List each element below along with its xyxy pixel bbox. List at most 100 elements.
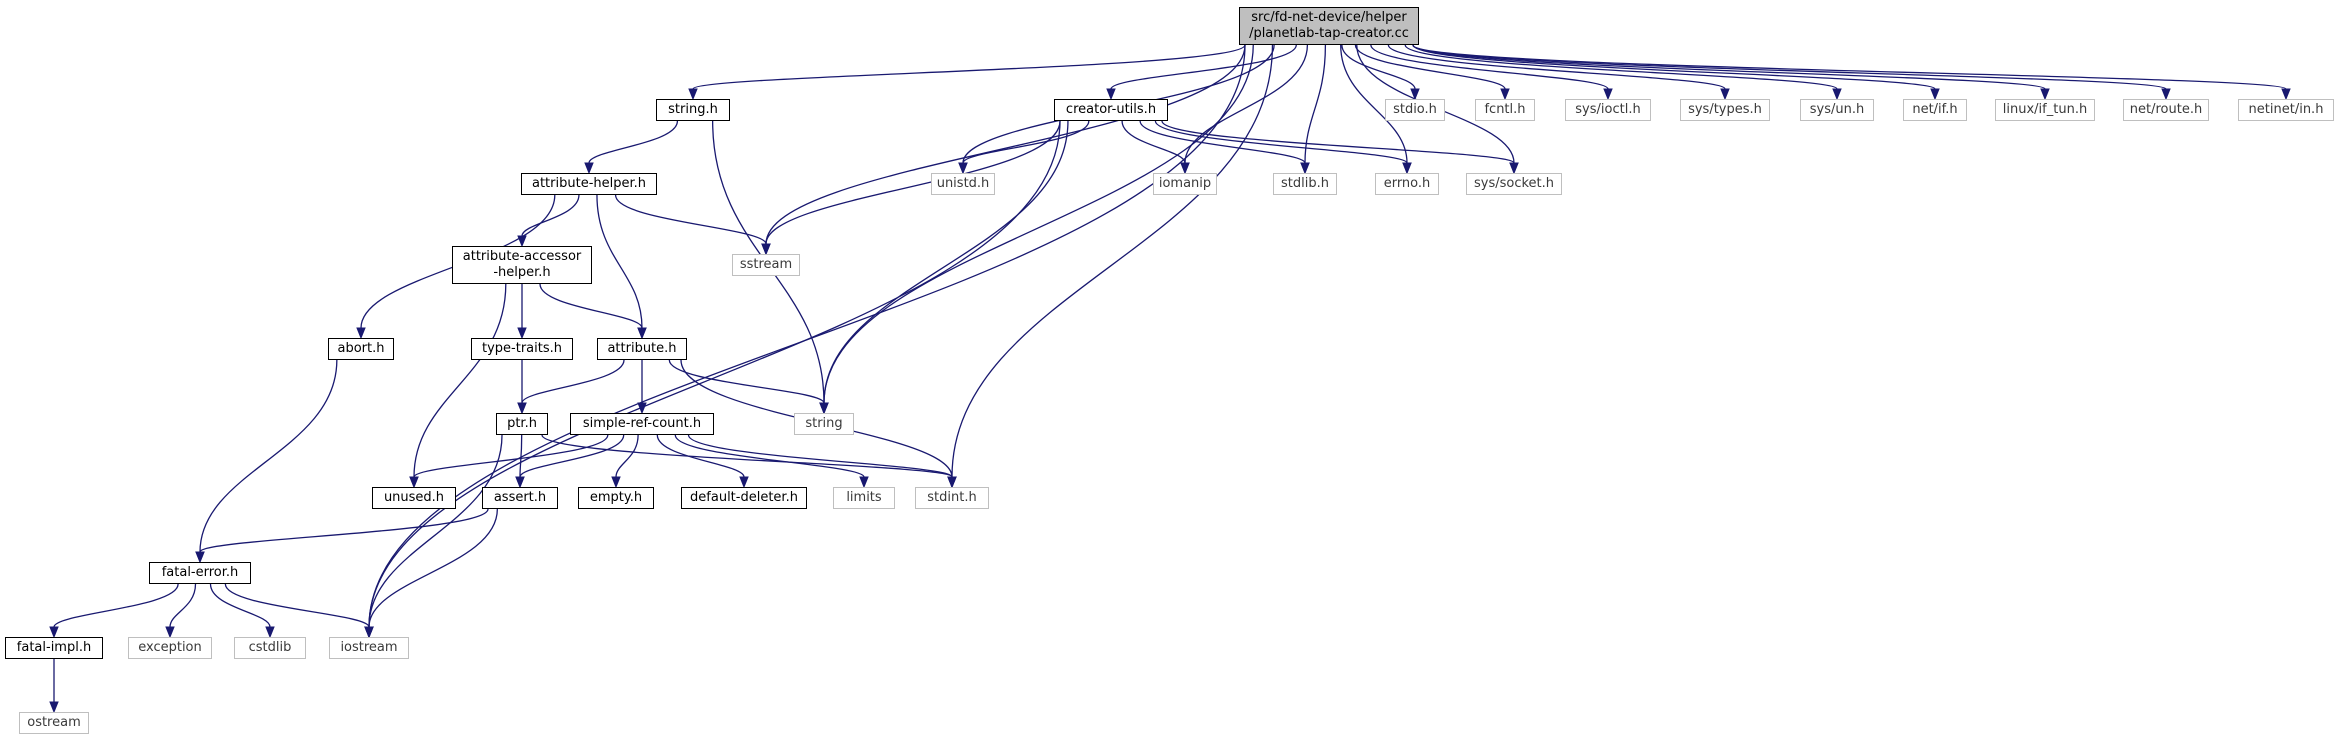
edge-attribute_helper_h-to-attribute_h bbox=[596, 194, 643, 329]
arrowhead-assert_h-to-fatal_error_h bbox=[195, 551, 205, 564]
arrowhead-simple_ref_count_h-to-unused_h bbox=[409, 476, 419, 489]
edge-creator_utils_h-to-errno_h bbox=[1154, 120, 1408, 164]
node-type-traits-h[interactable]: type-traits.h bbox=[471, 338, 573, 360]
arrowhead-root-to-net_route_h bbox=[2161, 88, 2171, 101]
node-empty-h[interactable]: empty.h bbox=[578, 487, 654, 509]
node-errno-h: errno.h bbox=[1375, 173, 1439, 195]
arrowhead-root-to-sys_un_h bbox=[1832, 88, 1842, 101]
arrowhead-root-to-net_if_h bbox=[1930, 88, 1940, 101]
node-unistd-h: unistd.h bbox=[931, 173, 995, 195]
edge-attribute_accessor_helper_h-to-unused_h bbox=[413, 283, 507, 478]
arrowhead-simple_ref_count_h-to-assert_h bbox=[515, 476, 525, 489]
arrowhead-attribute_h-to-simple_ref_count_h bbox=[637, 402, 647, 415]
node-sys-un-h: sys/un.h bbox=[1800, 99, 1874, 121]
node-ptr-h[interactable]: ptr.h bbox=[496, 413, 548, 435]
arrowhead-fatal_impl_h-to-ostream bbox=[49, 701, 59, 714]
node-attribute-h[interactable]: attribute.h bbox=[597, 338, 687, 360]
arrowhead-attribute_h-to-string bbox=[819, 402, 829, 415]
node-simple-ref-count-h[interactable]: simple-ref-count.h bbox=[570, 413, 714, 435]
edge-creator_utils_h-to-unistd_h bbox=[962, 120, 1090, 164]
edge-root-to-string_h bbox=[692, 44, 1246, 90]
edge-simple_ref_count_h-to-stdint_h bbox=[687, 434, 953, 478]
node-sstream: sstream bbox=[732, 254, 800, 276]
arrowhead-root-to-netinet_in_h bbox=[2281, 88, 2291, 101]
node-sys-socket-h: sys/socket.h bbox=[1466, 173, 1562, 195]
edge-ptr_h-to-stdint_h bbox=[541, 434, 953, 478]
node-linux-if-tun-h: linux/if_tun.h bbox=[1995, 99, 2095, 121]
edge-root-to-net_if_h bbox=[1412, 44, 1936, 90]
node-string-h[interactable]: string.h bbox=[656, 99, 730, 121]
edge-abort_h-to-fatal_error_h bbox=[199, 359, 338, 553]
edge-root-to-sys_types_h bbox=[1387, 44, 1726, 90]
edge-creator_utils_h-to-sstream bbox=[765, 120, 1061, 245]
edge-creator_utils_h-to-sys_socket_h bbox=[1161, 120, 1515, 164]
arrowhead-creator_utils_h-to-unistd_h bbox=[958, 162, 968, 175]
node-creator-utils-h[interactable]: creator-utils.h bbox=[1054, 99, 1168, 121]
node-assert-h[interactable]: assert.h bbox=[482, 487, 558, 509]
edge-root-to-linux_if_tun_h bbox=[1412, 44, 2046, 90]
edge-simple_ref_count_h-to-assert_h bbox=[519, 434, 625, 478]
edge-root-to-stdlib_h bbox=[1304, 44, 1327, 164]
arrowhead-fatal_error_h-to-fatal_impl_h bbox=[49, 626, 59, 639]
edge-creator_utils_h-to-iostream bbox=[368, 120, 1061, 628]
node-limits: limits bbox=[833, 487, 895, 509]
edge-assert_h-to-iostream bbox=[368, 508, 498, 628]
edge-attribute_helper_h-to-sstream bbox=[614, 194, 767, 245]
edge-creator_utils_h-to-string bbox=[823, 120, 1069, 404]
arrowhead-simple_ref_count_h-to-empty_h bbox=[611, 476, 621, 489]
arrowhead-attribute_accessor_helper_h-to-attribute_h bbox=[637, 327, 647, 340]
edge-root-to-iostream bbox=[368, 44, 1246, 628]
edge-attribute_accessor_helper_h-to-attribute_h bbox=[539, 283, 643, 329]
edge-fatal_error_h-to-exception bbox=[169, 583, 197, 628]
edge-simple_ref_count_h-to-empty_h bbox=[615, 434, 639, 478]
edge-root-to-string bbox=[823, 44, 1254, 404]
arrowhead-root-to-sys_ioctl_h bbox=[1603, 88, 1613, 101]
arrowhead-attribute_helper_h-to-abort_h bbox=[356, 327, 366, 340]
edge-fatal_error_h-to-fatal_impl_h bbox=[53, 583, 179, 628]
node-sys-types-h: sys/types.h bbox=[1680, 99, 1770, 121]
node-fatal-impl-h[interactable]: fatal-impl.h bbox=[5, 637, 103, 659]
node-fatal-error-h[interactable]: fatal-error.h bbox=[149, 562, 251, 584]
arrowhead-creator_utils_h-to-iomanip bbox=[1180, 162, 1190, 175]
node-unused-h[interactable]: unused.h bbox=[372, 487, 456, 509]
arrowhead-creator_utils_h-to-stdlib_h bbox=[1300, 162, 1310, 175]
node-cstdlib: cstdlib bbox=[234, 637, 306, 659]
edge-root-to-creator_utils_h bbox=[1110, 44, 1297, 90]
arrowhead-fatal_error_h-to-iostream bbox=[364, 626, 374, 639]
node-stdlib-h: stdlib.h bbox=[1273, 173, 1337, 195]
arrowhead-simple_ref_count_h-to-limits bbox=[859, 476, 869, 489]
arrowhead-root-to-stdio_h bbox=[1410, 88, 1420, 101]
edge-root-to-sys_ioctl_h bbox=[1370, 44, 1609, 90]
edge-ptr_h-to-iostream bbox=[368, 434, 503, 628]
node-attribute-helper-h[interactable]: attribute-helper.h bbox=[521, 173, 657, 195]
edge-simple_ref_count_h-to-default_deleter_h bbox=[656, 434, 745, 478]
node-abort-h[interactable]: abort.h bbox=[328, 338, 394, 360]
edge-root-to-netinet_in_h bbox=[1412, 44, 2287, 90]
edge-fatal_error_h-to-iostream bbox=[224, 583, 370, 628]
node-root-file[interactable]: src/fd-net-device/helper /planetlab-tap-… bbox=[1239, 7, 1419, 45]
node-attribute-accessor-helper-h[interactable]: attribute-accessor -helper.h bbox=[452, 246, 592, 284]
node-exception: exception bbox=[128, 637, 212, 659]
edge-root-to-net_route_h bbox=[1412, 44, 2167, 90]
node-stdio-h: stdio.h bbox=[1385, 99, 1445, 121]
edge-simple_ref_count_h-to-unused_h bbox=[413, 434, 609, 478]
edge-root-to-fcntl_h bbox=[1354, 44, 1506, 90]
node-iostream: iostream bbox=[329, 637, 409, 659]
node-default-deleter-h[interactable]: default-deleter.h bbox=[681, 487, 807, 509]
edge-root-to-stdint_h bbox=[951, 44, 1274, 478]
edge-creator_utils_h-to-iomanip bbox=[1121, 120, 1186, 164]
node-fcntl-h: fcntl.h bbox=[1475, 99, 1535, 121]
arrowhead-attribute_helper_h-to-sstream bbox=[761, 243, 771, 256]
arrowhead-simple_ref_count_h-to-stdint_h bbox=[947, 476, 957, 489]
node-iomanip: iomanip bbox=[1153, 173, 1217, 195]
arrowhead-root-to-linux_if_tun_h bbox=[2040, 88, 2050, 101]
arrowhead-root-to-fcntl_h bbox=[1500, 88, 1510, 101]
arrowhead-root-to-string_h bbox=[688, 88, 698, 101]
edge-root-to-sstream bbox=[765, 44, 1246, 245]
arrowhead-fatal_error_h-to-exception bbox=[165, 626, 175, 639]
arrowhead-attribute_accessor_helper_h-to-type_traits_h bbox=[517, 327, 527, 340]
node-stdint-h: stdint.h bbox=[915, 487, 989, 509]
arrowhead-creator_utils_h-to-sys_socket_h bbox=[1509, 162, 1519, 175]
edge-root-to-iomanip bbox=[1184, 44, 1309, 164]
edge-root-to-errno_h bbox=[1340, 44, 1408, 164]
